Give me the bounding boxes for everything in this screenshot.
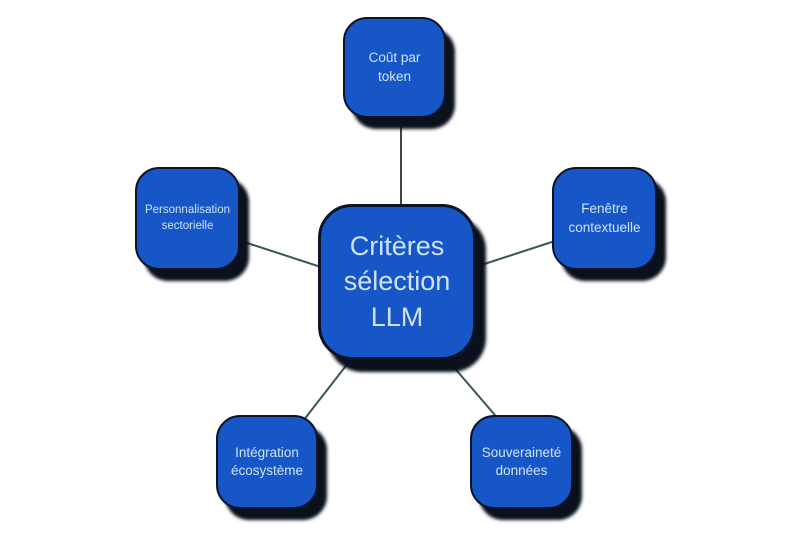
- node-label-fenetre-contextuelle: Fenêtre contextuelle: [568, 201, 641, 235]
- connector-bottom-left: [302, 357, 353, 422]
- node-label-integration-ecosysteme: Intégration écosystème: [230, 444, 304, 478]
- node-label-souverainete-donnees: Souveraineté données: [481, 444, 562, 478]
- connector-left: [234, 238, 331, 271]
- connector-bottom-right: [445, 357, 501, 422]
- node-integration-ecosysteme: Intégration écosystème: [216, 415, 318, 509]
- node-label-criteres-selection-llm: Critères sélection LLM: [343, 231, 451, 332]
- node-label-cout-par-token: Coût par token: [368, 50, 421, 84]
- node-fenetre-contextuelle: Fenêtre contextuelle: [552, 167, 657, 270]
- node-cout-par-token: Coût par token: [343, 17, 446, 118]
- node-criteres-selection-llm: Critères sélection LLM: [318, 204, 476, 360]
- node-souverainete-donnees: Souveraineté données: [470, 415, 573, 509]
- connector-right: [471, 239, 559, 269]
- node-label-personnalisation-sectorielle: Personnalisation sectorielle: [144, 203, 231, 232]
- node-personnalisation-sectorielle: Personnalisation sectorielle: [135, 167, 240, 270]
